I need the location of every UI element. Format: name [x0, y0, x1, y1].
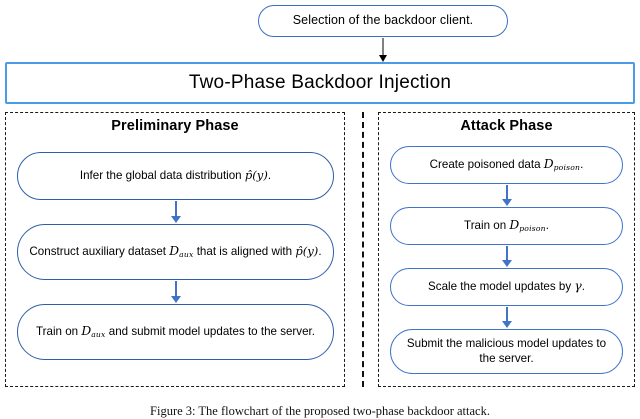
arrow-head — [502, 260, 512, 267]
panel-title-attack: Attack Phase — [460, 118, 553, 134]
arrow-prelim-2-to-3 — [166, 281, 186, 303]
panel-divider — [362, 112, 364, 387]
step-label-tail: that is aligned with p̂(y). — [196, 244, 322, 259]
step-label: Scale the model updates by γ. — [428, 279, 585, 294]
arrow-head — [171, 296, 181, 303]
node-selection-label: Selection of the backdoor client. — [292, 13, 474, 28]
step-submit-malicious-updates: Submit the malicious model updates to th… — [390, 329, 623, 374]
arrow-shaft — [506, 307, 508, 321]
step-create-poisoned-data: Create poisoned data Dpoison. — [390, 146, 623, 184]
arrow-prelim-1-to-2 — [166, 201, 186, 223]
step-label: Submit the malicious model updates to th… — [406, 336, 607, 365]
arrow-shaft — [506, 185, 508, 199]
step-label: Construct auxiliary dataset Daux that is… — [29, 244, 322, 260]
arrow-head — [379, 55, 387, 62]
step-label: Create poisoned data Dpoison. — [429, 157, 584, 173]
banner-label: Two-Phase Backdoor Injection — [188, 72, 452, 93]
arrow-selection-to-banner — [373, 38, 393, 62]
step-scale-model-updates: Scale the model updates by γ. — [390, 268, 623, 306]
arrow-attack-1-to-2 — [497, 185, 517, 206]
arrow-shaft — [506, 246, 508, 260]
arrow-head — [171, 216, 181, 223]
arrow-shaft — [382, 38, 384, 56]
step-infer-global-distribution: Infer the global data distribution p̂(y)… — [17, 152, 334, 200]
arrow-head — [502, 199, 512, 206]
banner-two-phase-backdoor-injection: Two-Phase Backdoor Injection — [5, 62, 635, 104]
node-selection-of-backdoor-client: Selection of the backdoor client. — [258, 5, 508, 37]
panel-preliminary-phase — [5, 112, 345, 387]
step-label: Train on Daux and submit model updates t… — [36, 324, 315, 340]
step-label-tail: and submit model updates to the server. — [105, 325, 315, 339]
panel-title-preliminary: Preliminary Phase — [111, 118, 239, 134]
panel-attack-phase — [378, 112, 635, 387]
step-construct-auxiliary-dataset: Construct auxiliary dataset Daux that is… — [17, 224, 334, 280]
step-train-on-dpoison: Train on Dpoison. — [390, 207, 623, 245]
arrow-shaft — [175, 281, 177, 296]
arrow-shaft — [175, 201, 177, 216]
arrow-attack-2-to-3 — [497, 246, 517, 267]
step-label: Infer the global data distribution p̂(y)… — [79, 168, 272, 183]
arrow-attack-3-to-4 — [497, 307, 517, 328]
arrow-head — [502, 321, 512, 328]
step-train-on-daux-submit-updates: Train on Daux and submit model updates t… — [17, 304, 334, 360]
figure-caption: Figure 3: The flowchart of the proposed … — [150, 404, 490, 418]
step-label: Train on Dpoison. — [464, 218, 549, 234]
